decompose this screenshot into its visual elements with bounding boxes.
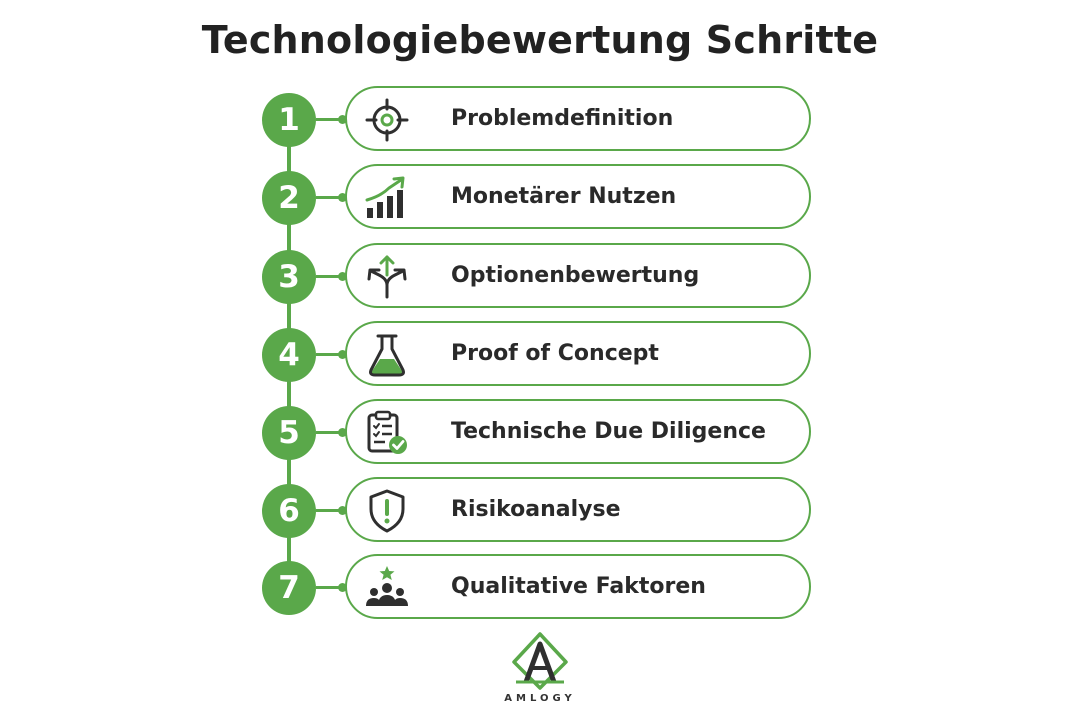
step-card: Monetärer Nutzen [345, 164, 811, 229]
step-label: Qualitative Faktoren [451, 574, 706, 599]
step-label: Technische Due Diligence [451, 419, 766, 444]
step-connector [316, 118, 342, 121]
step-connector [316, 196, 342, 199]
step-card: Technische Due Diligence [345, 399, 811, 464]
checklist-clipboard-icon [363, 409, 411, 457]
step-connector [316, 509, 342, 512]
step-number-badge: 7 [262, 561, 316, 615]
step-label: Risikoanalyse [451, 497, 621, 522]
step-connector-dot [338, 350, 347, 359]
step-card: Problemdefinition [345, 86, 811, 151]
step-number-badge: 3 [262, 250, 316, 304]
branch-arrows-icon [363, 253, 411, 301]
step-number-badge: 6 [262, 484, 316, 538]
target-icon [363, 96, 411, 144]
step-4: 4 Proof of Concept [0, 321, 1080, 387]
step-number-badge: 5 [262, 406, 316, 460]
step-2: 2 Monetärer Nutzen [0, 164, 1080, 230]
step-connector [316, 353, 342, 356]
step-number-badge: 4 [262, 328, 316, 382]
flask-icon [363, 331, 411, 379]
step-connector [316, 431, 342, 434]
diagram-title: Technologiebewertung Schritte [201, 18, 879, 62]
step-connector [316, 275, 342, 278]
shield-alert-icon [363, 487, 411, 535]
step-connector-dot [338, 506, 347, 515]
amlogy-logo-icon [510, 632, 570, 690]
step-label: Problemdefinition [451, 106, 674, 131]
step-number-badge: 2 [262, 171, 316, 225]
step-card: Proof of Concept [345, 321, 811, 386]
step-connector-dot [338, 583, 347, 592]
brand-name: AMLOGY [504, 693, 576, 704]
step-connector-dot [338, 193, 347, 202]
brand-logo: AMLOGY [490, 632, 590, 716]
step-number-badge: 1 [262, 93, 316, 147]
step-1: 1 Problemdefinition [0, 86, 1080, 152]
step-connector-dot [338, 428, 347, 437]
step-label: Optionenbewertung [451, 263, 700, 288]
step-label: Proof of Concept [451, 341, 659, 366]
step-card: Optionenbewertung [345, 243, 811, 308]
step-card: Qualitative Faktoren [345, 554, 811, 619]
step-label: Monetärer Nutzen [451, 184, 677, 209]
growth-chart-icon [363, 174, 411, 222]
step-7: 7 Qualitative Faktoren [0, 554, 1080, 620]
step-card: Risikoanalyse [345, 477, 811, 542]
step-5: 5 Technische Due Diligence [0, 399, 1080, 465]
step-6: 6 Risikoanalyse [0, 477, 1080, 543]
step-connector-dot [338, 272, 347, 281]
step-connector [316, 586, 342, 589]
step-3: 3 Optionenbewertung [0, 243, 1080, 309]
step-connector-dot [338, 115, 347, 124]
team-star-icon [363, 564, 411, 612]
